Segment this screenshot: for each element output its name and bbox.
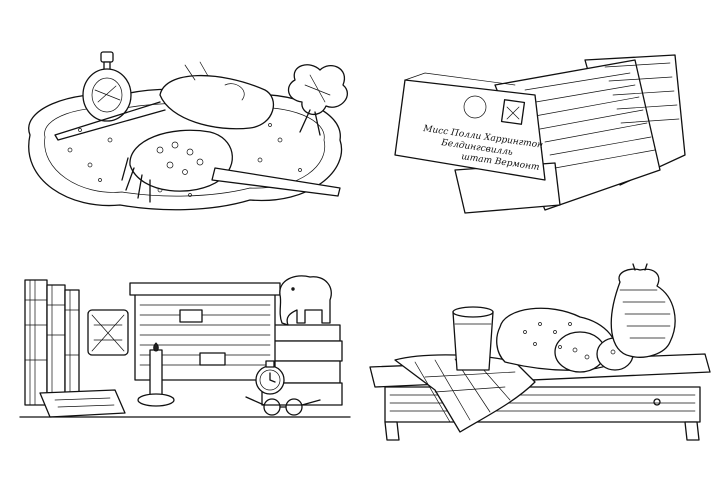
vanity-set-illustration: [10, 40, 355, 220]
ink-bottle-icon: [87, 309, 129, 356]
eyeglasses-icon: [245, 396, 321, 416]
candle-icon: [137, 342, 175, 407]
vanity-set-drawing: [28, 51, 349, 211]
postage-stamp-icon: [500, 99, 526, 125]
perfume-bottle-icon: [82, 51, 132, 122]
carnation-icon: [287, 64, 349, 136]
glass-of-milk-icon: [452, 306, 494, 371]
bread-still-life-illustration: [365, 262, 715, 442]
hair-brush-icon: [121, 129, 341, 203]
clay-jug-icon: [610, 263, 676, 358]
napkin-icon: [394, 354, 536, 433]
elephant-figurine-icon: [279, 275, 332, 326]
desk-still-life-illustration: [10, 265, 355, 435]
book-stack-icon: [24, 279, 343, 406]
hand-mirror-icon: [54, 61, 274, 141]
bread-still-life-drawing: [369, 263, 711, 441]
desk-still-life-drawing: [19, 275, 351, 418]
paper-sheets-icon: [39, 389, 126, 418]
pocket-watch-icon: [255, 360, 285, 395]
letters-drawing: Мисс Полли Харрингтон Белдингсвилль штат…: [394, 54, 686, 214]
envelope-icon: Мисс Полли Харрингтон Белдингсвилль штат…: [394, 72, 546, 181]
letters-illustration: Мисс Полли Харрингтон Белдингсвилль штат…: [385, 54, 705, 220]
